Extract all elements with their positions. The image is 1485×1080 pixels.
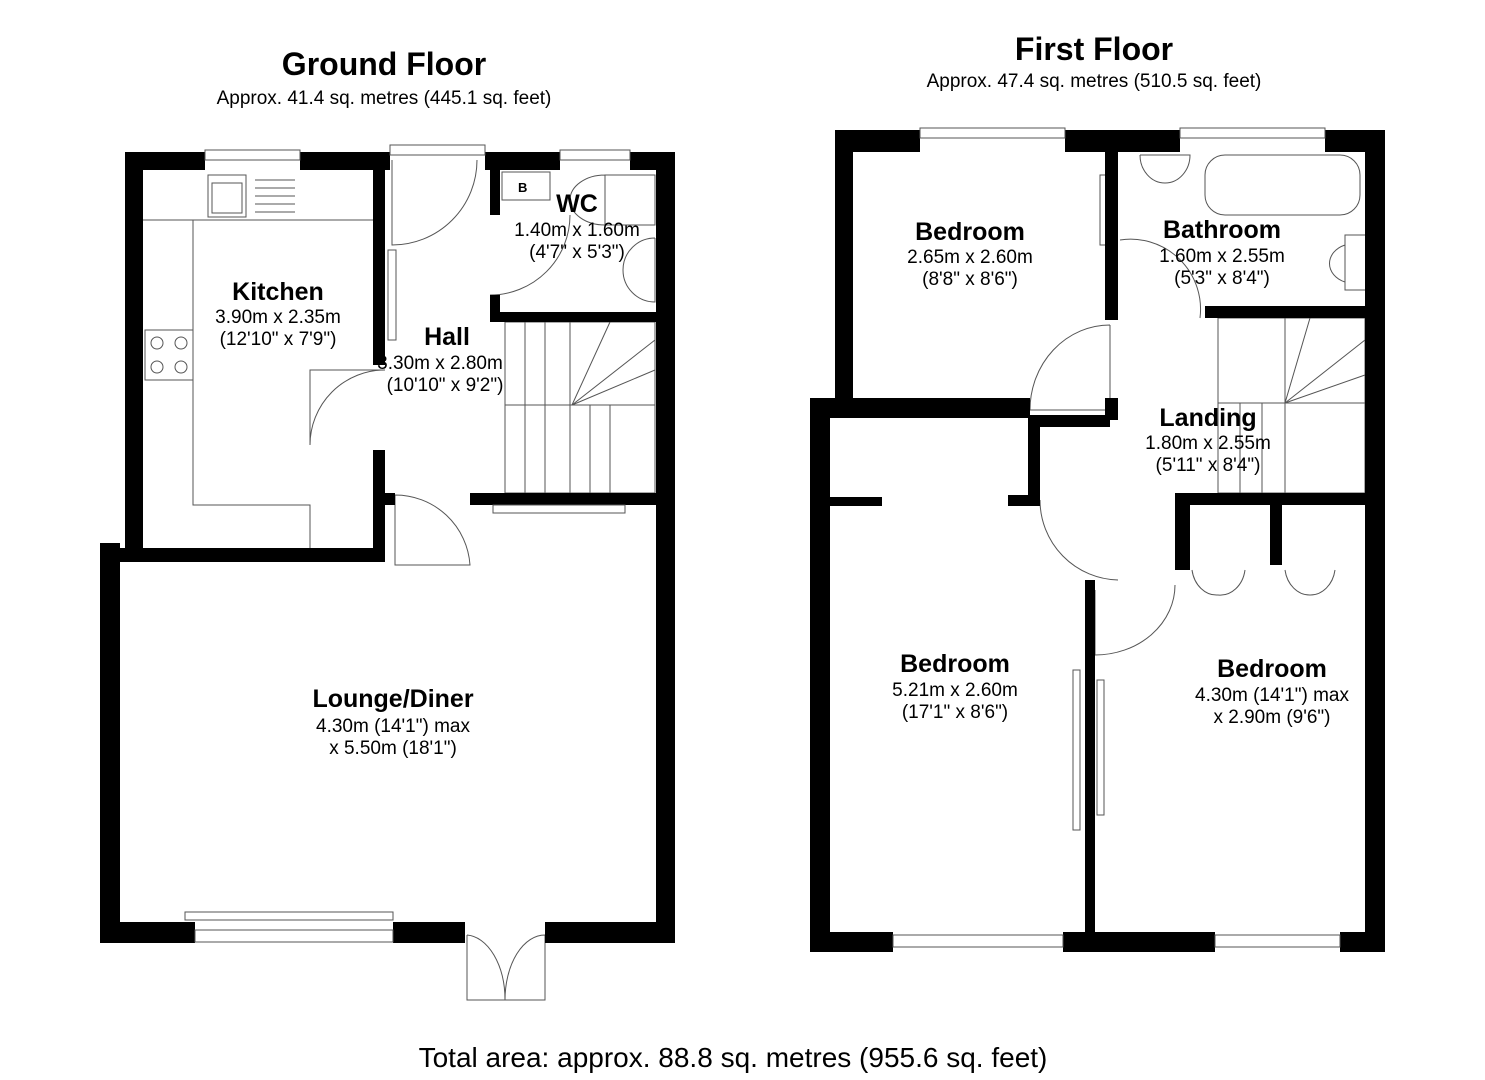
kitchen-dim-imperial: (12'10" x 7'9") <box>220 329 337 350</box>
bathroom-dim: 1.60m x 2.55m <box>1159 246 1285 267</box>
toilet-icon <box>569 174 656 226</box>
lounge-door <box>394 494 471 566</box>
total-area: Total area: approx. 88.8 sq. metres (955… <box>419 1042 1048 1073</box>
lounge-name: Lounge/Diner <box>312 685 473 713</box>
bedroom2-door <box>1039 499 1119 581</box>
hall-name: Hall <box>424 323 470 351</box>
lounge-dim: 4.30m (14'1") max <box>316 716 470 737</box>
bedroom2-dim: 5.21m x 2.60m <box>892 680 1018 701</box>
wc-door <box>489 214 571 296</box>
wc-dim-imperial: (4'7" x 5'3") <box>529 242 625 263</box>
bedroom-door <box>1029 324 1111 411</box>
bedroom3-dim-imperial: x 2.90m (9'6") <box>1213 707 1330 728</box>
radiator <box>1072 669 1081 831</box>
bathroom-dim-imperial: (5'3" x 8'4") <box>1174 268 1270 289</box>
bedroom2-name: Bedroom <box>900 650 1010 678</box>
radiator <box>387 249 397 341</box>
ground-floor-area: Approx. 41.4 sq. metres (445.1 sq. feet) <box>217 88 552 109</box>
bathroom-name: Bathroom <box>1163 216 1281 244</box>
wc-dim: 1.40m x 1.60m <box>514 220 640 241</box>
wc-name: WC <box>556 190 598 218</box>
ground-floor-title: Ground Floor <box>282 46 486 82</box>
basin-icon <box>1139 154 1191 184</box>
lounge-dim-imperial: x 5.50m (18'1") <box>329 738 457 759</box>
drainer-icon <box>255 179 295 213</box>
first-floor-area: Approx. 47.4 sq. metres (510.5 sq. feet) <box>927 71 1262 92</box>
landing-name: Landing <box>1159 404 1256 432</box>
landing-dim-imperial: (5'11" x 8'4") <box>1156 455 1261 476</box>
bedroom2-dim-imperial: (17'1" x 8'6") <box>902 702 1008 723</box>
hall-dim-imperial: (10'10" x 9'2") <box>387 375 504 396</box>
bedroom3-dim: 4.30m (14'1") max <box>1195 685 1349 706</box>
bathroom-door <box>1119 238 1202 319</box>
bedroom1-dim-imperial: (8'8" x 8'6") <box>922 269 1018 290</box>
bedroom3-door <box>1094 584 1176 656</box>
sink-icon <box>207 174 247 218</box>
kitchen-dim: 3.90m x 2.35m <box>215 307 341 328</box>
ground-floor-plan: B <box>100 46 675 1001</box>
bedroom3-name: Bedroom <box>1217 655 1327 683</box>
landing-dim: 1.80m x 2.55m <box>1145 433 1271 454</box>
radiator <box>1096 679 1105 816</box>
first-floor-title: First Floor <box>1015 31 1173 67</box>
wardrobe-doors <box>1191 569 1336 596</box>
boiler-label: B <box>518 180 527 195</box>
kitchen-name: Kitchen <box>232 278 324 306</box>
kitchen-counter <box>143 174 373 550</box>
hob-icon <box>144 329 194 381</box>
boiler-icon <box>501 171 551 201</box>
hall-dim: 3.30m x 2.80m <box>377 353 503 374</box>
bedroom1-name: Bedroom <box>915 218 1025 246</box>
bedroom1-dim: 2.65m x 2.60m <box>907 247 1033 268</box>
basin-icon <box>622 237 656 303</box>
toilet-icon <box>1329 234 1365 291</box>
french-doors <box>466 934 546 1001</box>
front-door <box>391 159 478 246</box>
staircase <box>504 321 656 494</box>
kitchen-door <box>309 369 386 446</box>
first-floor-plan: First Floor Approx. 47.4 sq. metres (510… <box>810 31 1385 952</box>
bath-icon <box>1204 154 1361 216</box>
